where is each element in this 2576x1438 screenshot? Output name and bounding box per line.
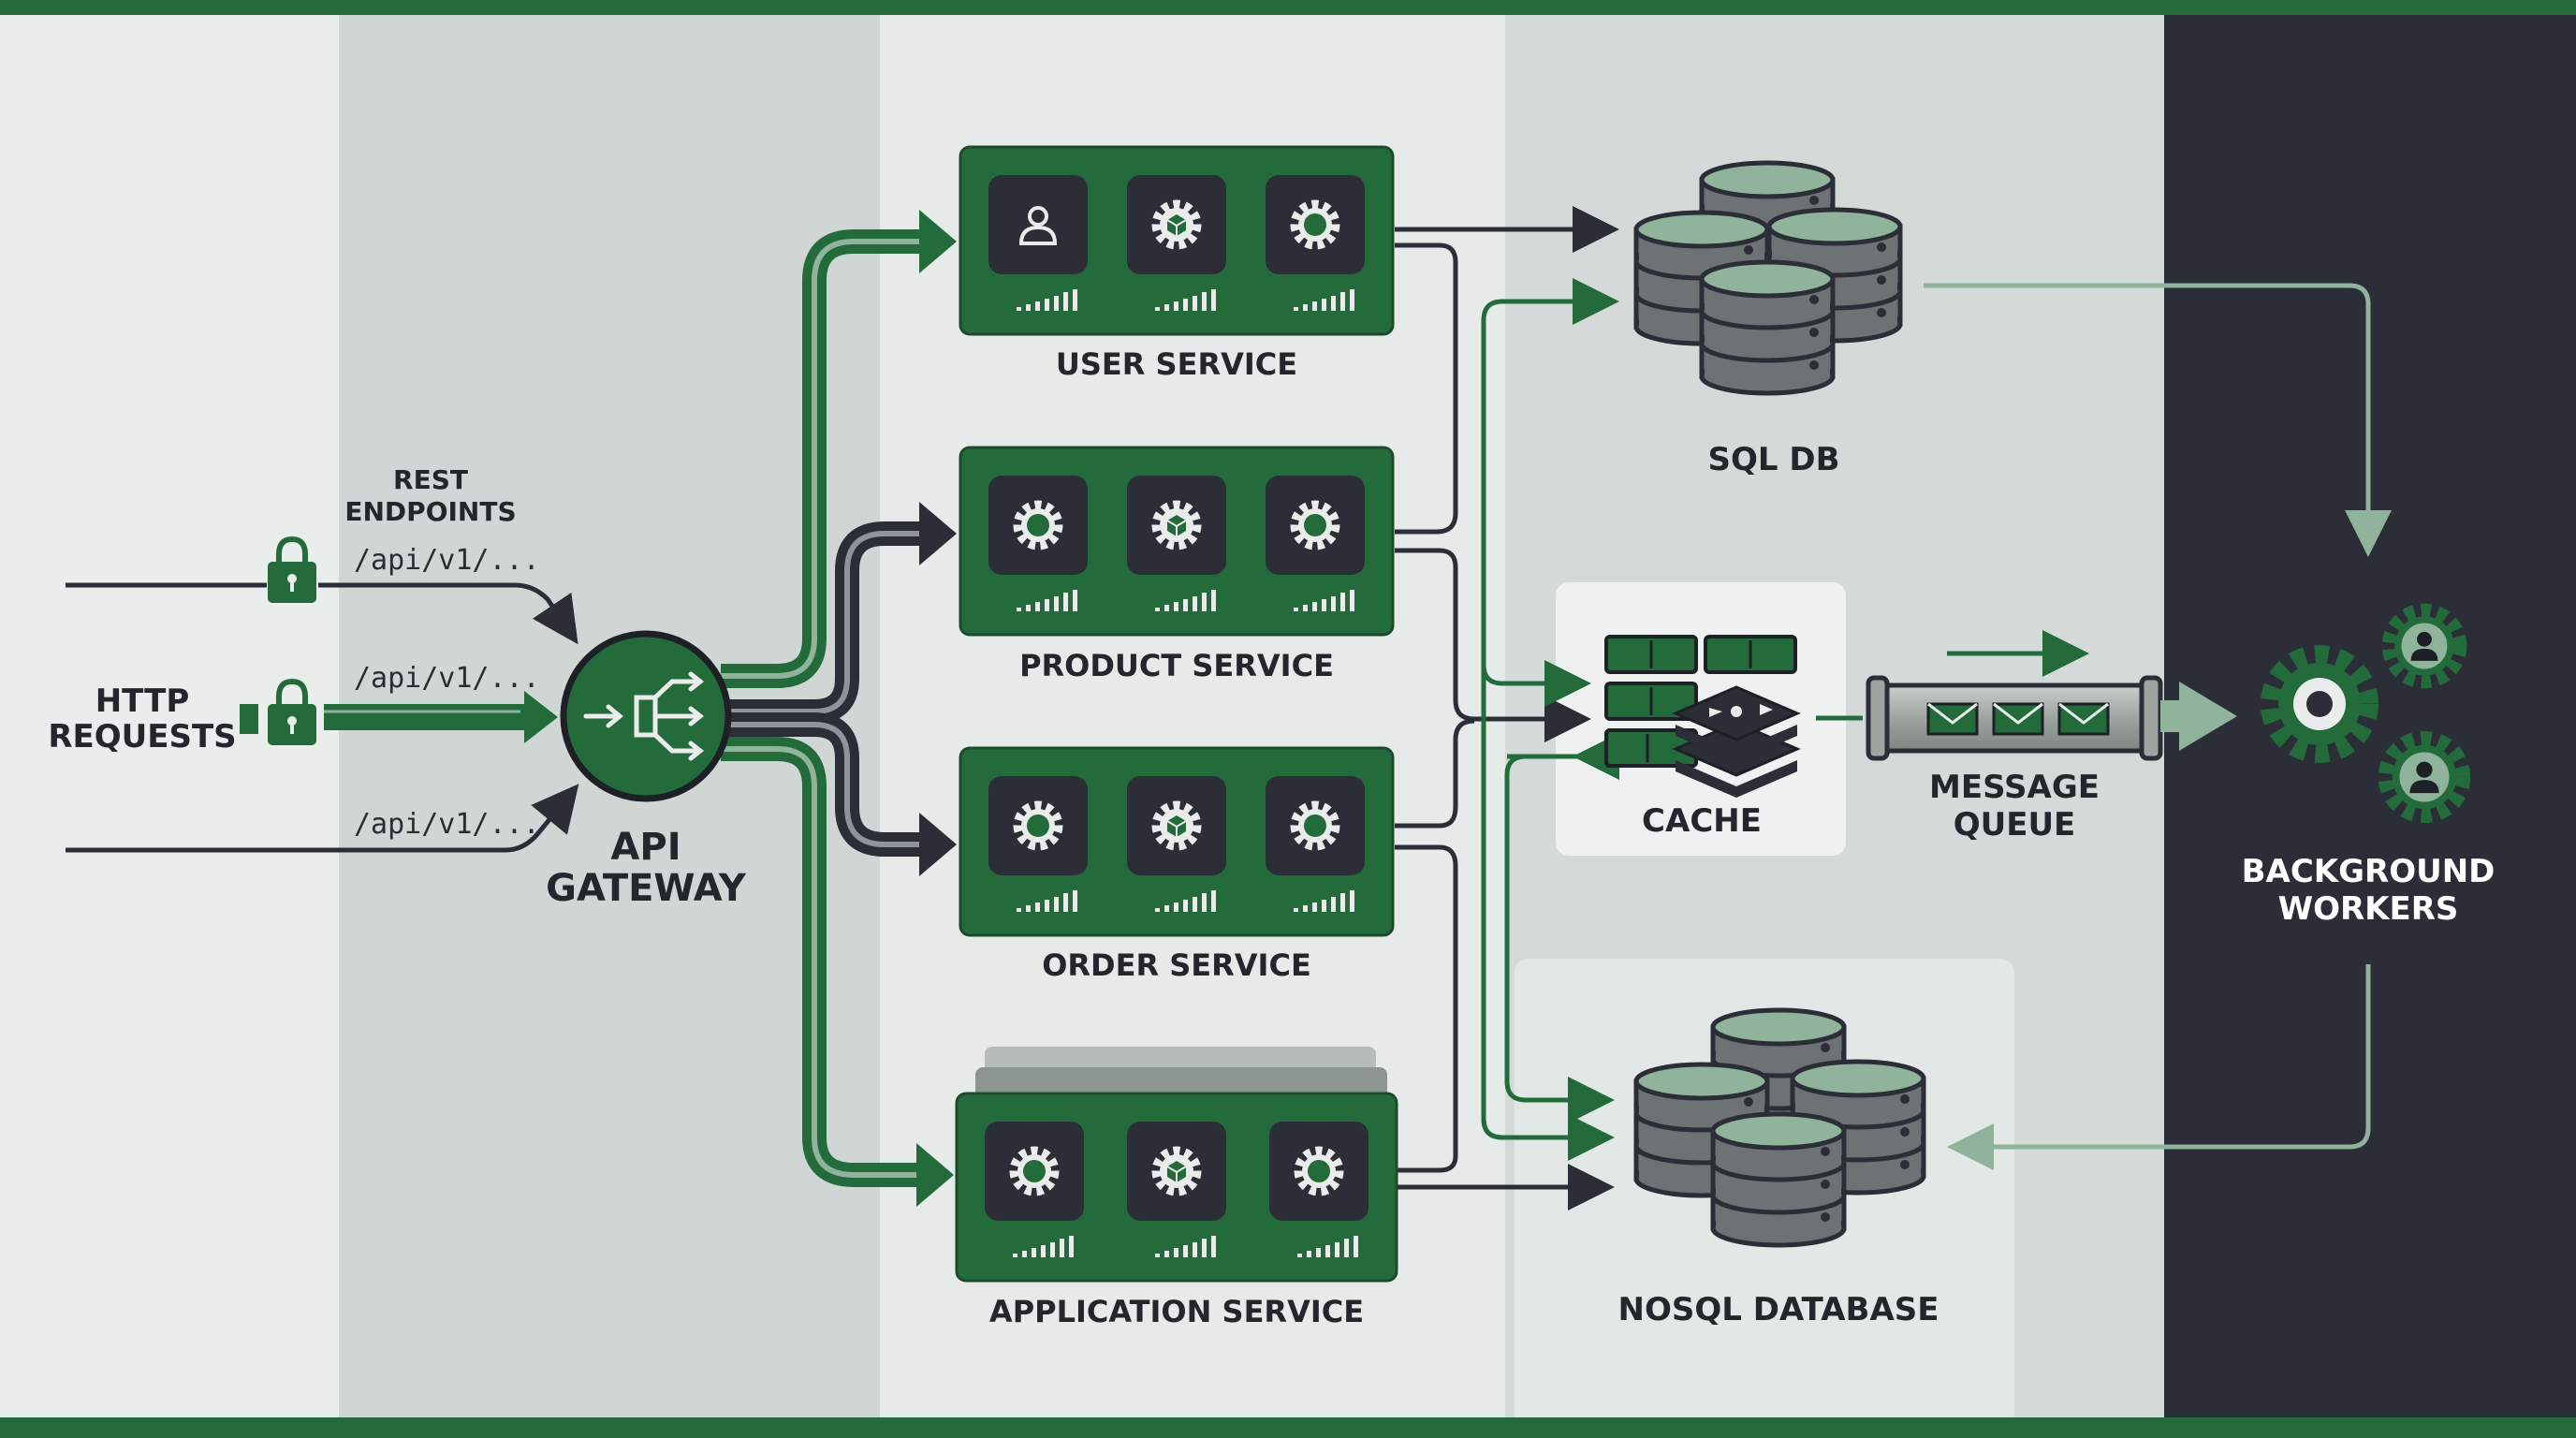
service-data-links bbox=[1395, 206, 1619, 1211]
gateway-routes bbox=[721, 210, 957, 1207]
route-label-top: /api/v1/... bbox=[354, 544, 540, 577]
message-queue-label-line2: QUEUE bbox=[1954, 806, 2076, 844]
service-product[interactable] bbox=[959, 446, 1395, 637]
order-service-label: ORDER SERVICE bbox=[1042, 947, 1311, 983]
route-label-bottom: /api/v1/... bbox=[354, 808, 540, 841]
message-queue-icon[interactable] bbox=[1866, 675, 2163, 761]
envelope-icon bbox=[2057, 702, 2110, 736]
envelope-icon bbox=[1992, 702, 2044, 736]
cache-icon[interactable] bbox=[1604, 635, 1801, 798]
client-connections bbox=[66, 582, 579, 853]
user-gear-icon bbox=[2390, 611, 2460, 682]
product-service-label: PRODUCT SERVICE bbox=[1019, 648, 1334, 683]
http-requests-label: HTTP bbox=[95, 682, 190, 720]
background-workers-label: BACKGROUND bbox=[2242, 853, 2496, 890]
user-service-label: USER SERVICE bbox=[1056, 346, 1297, 382]
cache-label: CACHE bbox=[1642, 802, 1762, 840]
service-application[interactable] bbox=[955, 1047, 1398, 1283]
message-queue-label: MESSAGE bbox=[1929, 769, 2100, 806]
lock-icon bbox=[268, 536, 316, 603]
service-order[interactable] bbox=[959, 746, 1395, 937]
envelope-icon bbox=[1926, 702, 1979, 736]
workers-to-nosql-link bbox=[1947, 964, 2371, 1170]
service-user[interactable] bbox=[959, 145, 1395, 336]
background-workers-icon[interactable] bbox=[2271, 611, 2463, 815]
rest-endpoints-label: REST bbox=[393, 464, 468, 495]
application-service-label: APPLICATION SERVICE bbox=[989, 1294, 1364, 1329]
route-label-mid: /api/v1/... bbox=[354, 662, 540, 695]
nosql-database-label: NOSQL DATABASE bbox=[1618, 1291, 1939, 1328]
router-split-icon bbox=[583, 671, 705, 761]
api-gateway-node[interactable] bbox=[560, 630, 732, 802]
lock-icon bbox=[268, 678, 316, 745]
api-gateway-label-line2: GATEWAY bbox=[546, 867, 747, 910]
api-gateway-label: API bbox=[610, 826, 681, 869]
queue-to-workers-arrow bbox=[2160, 682, 2237, 751]
background-workers-label-line2: WORKERS bbox=[2278, 890, 2459, 928]
user-gear-icon bbox=[2386, 739, 2462, 814]
sql-to-workers-link bbox=[1924, 283, 2392, 557]
rest-endpoints-label-line2: ENDPOINTS bbox=[344, 496, 516, 527]
gear-icon bbox=[2271, 655, 2368, 753]
sql-db-label: SQL DB bbox=[1707, 441, 1839, 478]
http-requests-label-line2: REQUESTS bbox=[48, 718, 236, 756]
